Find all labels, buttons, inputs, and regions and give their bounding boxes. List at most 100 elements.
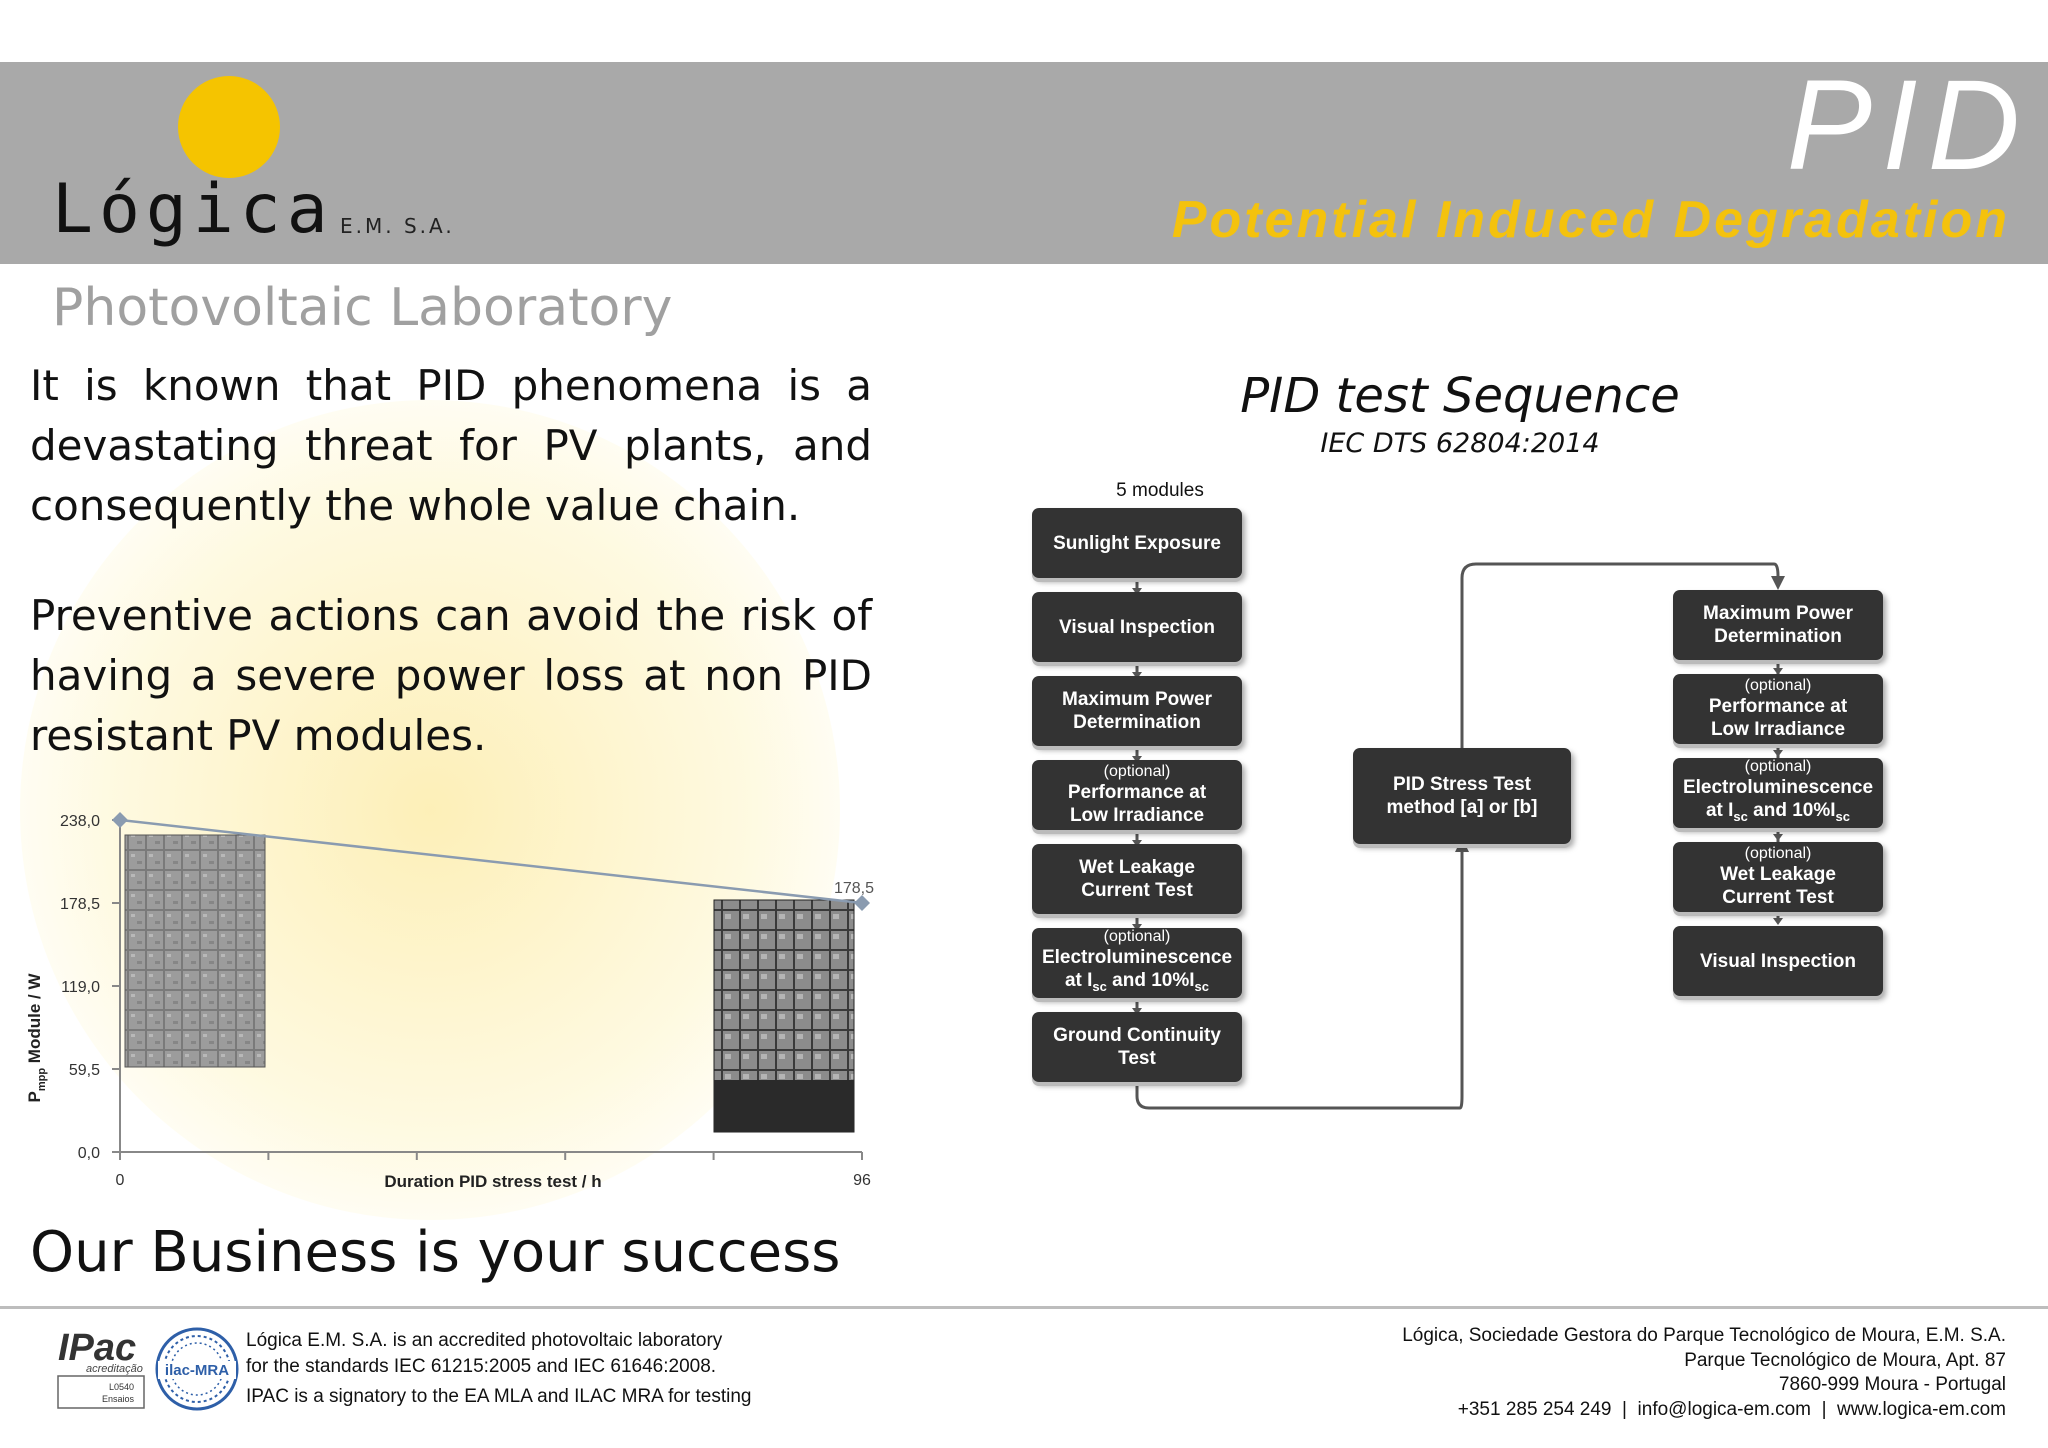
intro-paragraph-1: It is known that PID phenomena is a deva…	[30, 361, 872, 530]
step-label: Visual Inspection	[1700, 950, 1856, 972]
step-label-line2: Current Test	[1722, 887, 1834, 908]
arrow-down-icon	[1771, 576, 1785, 590]
svg-text:IPac: IPac	[58, 1327, 136, 1369]
svg-text:ilac-MRA: ilac-MRA	[165, 1362, 229, 1379]
chart-series: 178,5	[112, 812, 874, 911]
step-label-line2: at Isc and 10%Isc	[1705, 800, 1851, 824]
optional-tag: (optional)	[1744, 758, 1812, 776]
step-label-line1: PID Stress Test	[1393, 774, 1531, 795]
page-title: PID	[1786, 54, 2030, 197]
step-label-line1: Ground Continuity	[1053, 1025, 1221, 1046]
company-name: Lógica, Sociedade Gestora do Parque Tecn…	[1402, 1325, 2006, 1346]
company-logo-suffix: E.M. S.A.	[340, 214, 455, 238]
step-label-line2: method [a] or [b]	[1386, 797, 1538, 818]
y-axis-label-sub: mpp	[36, 1068, 48, 1092]
step-label-line1: Wet Leakage	[1079, 857, 1195, 878]
page-subtitle: Potential Induced Degradation	[1171, 191, 2010, 249]
y-axis-label-rest: Module / W	[25, 973, 44, 1068]
company-address-1: Parque Tecnológico de Moura, Apt. 87	[1684, 1349, 2006, 1371]
background-sun-watermark	[20, 400, 840, 1220]
y-tick-marks	[112, 819, 120, 1153]
step-label-line2: Determination	[1073, 712, 1201, 733]
header-band	[0, 62, 2048, 264]
x-tick-marks	[119, 1152, 863, 1160]
power-degradation-chart: 0,0 59,5 119,0 178,5 238,0 0 96 Duration PID …	[25, 812, 874, 1191]
accreditation-line-3: IPAC is a signatory to the EA MLA and IL…	[246, 1386, 752, 1407]
y-tick-label: 178,5	[60, 896, 100, 913]
step-sunlight-exposure: Sunlight Exposure	[1032, 508, 1242, 578]
step-label-line1: Electroluminescence	[1682, 777, 1874, 799]
y-axis-label-main: P	[25, 1091, 44, 1102]
company-contact-line: +351 285 254 249 | info@logica-em.com | …	[1457, 1398, 2006, 1420]
y-axis-label: Pmpp Module / W	[25, 973, 48, 1103]
step-label-line2: at Isc and 10%Isc	[1064, 970, 1210, 994]
optional-tag: (optional)	[1744, 845, 1812, 862]
arrow-up-icon	[1455, 838, 1469, 852]
optional-tag: (optional)	[1103, 928, 1171, 946]
svg-text:L0540: L0540	[109, 1382, 134, 1392]
lab-title: Photovoltaic Laboratory	[52, 278, 673, 338]
y-tick-label: 119,0	[61, 979, 100, 996]
y-tick-label: 0,0	[78, 1145, 100, 1162]
step-label-line2: Current Test	[1081, 880, 1193, 901]
data-point	[112, 812, 128, 828]
svg-text:acreditação: acreditação	[86, 1363, 143, 1375]
step-label-line1: Performance at	[1067, 782, 1207, 803]
data-point	[854, 895, 870, 911]
step-label-line2: Determination	[1714, 626, 1842, 647]
step-label-line1: Performance at	[1708, 696, 1848, 717]
company-logo-text: Lógica	[52, 170, 334, 249]
company-address-2: 7860-999 Moura - Portugal	[1778, 1374, 2006, 1395]
x-tick-labels: 0 96	[116, 1172, 871, 1189]
y-tick-label: 238,0	[60, 813, 100, 830]
sequence-standard: IEC DTS 62804:2014	[1320, 428, 1600, 459]
modules-count-label: 5 modules	[1116, 480, 1204, 501]
step-label-line2: Low Irradiance	[1710, 719, 1846, 740]
step-label-line1: Maximum Power	[1703, 603, 1853, 624]
series-line	[119, 818, 863, 905]
pid-test-flowchart: 5 modules Sunlight Exposure Visual Inspe…	[1020, 478, 2020, 1138]
x-tick-label: 0	[116, 1172, 125, 1189]
step-label-line2: Test	[1118, 1048, 1156, 1069]
step-label-line1: Electroluminescence	[1041, 947, 1233, 969]
pv-module-dark-cells	[714, 1080, 854, 1132]
sun-logo-icon	[178, 76, 280, 178]
y-tick-label: 59,5	[69, 1062, 100, 1079]
ilac-mra-logo: ilac-MRA	[155, 1327, 239, 1411]
optional-tag: (optional)	[1744, 677, 1812, 694]
sequence-title: PID test Sequence	[1240, 368, 1680, 424]
optional-tag: (optional)	[1103, 763, 1171, 780]
company-contact-block: Lógica, Sociedade Gestora do Parque Tecn…	[1200, 1324, 2006, 1422]
step-label-line2: Low Irradiance	[1069, 805, 1205, 826]
accreditation-line-2: for the standards IEC 61215:2005 and IEC…	[246, 1356, 717, 1377]
intro-paragraph-2: Preventive actions can avoid the risk of…	[30, 591, 872, 760]
step-visual-inspection: Visual Inspection	[1032, 592, 1242, 662]
x-tick-label: 96	[853, 1172, 871, 1189]
x-axis-label: Duration PID stress test / h	[384, 1172, 601, 1191]
step-visual-inspection-final: Visual Inspection	[1673, 926, 1883, 996]
y-tick-labels: 0,0 59,5 119,0 178,5 238,0	[60, 813, 100, 1162]
step-label-line1: Maximum Power	[1062, 689, 1212, 710]
data-label: 178,5	[834, 880, 874, 897]
footer-divider	[0, 1306, 2048, 1309]
step-label-line1: Wet Leakage	[1720, 864, 1836, 885]
step-label: Visual Inspection	[1059, 616, 1215, 638]
ipac-accreditation-logo: IPac acreditação L0540 Ensaios	[57, 1327, 145, 1409]
step-label: Sunlight Exposure	[1053, 532, 1221, 554]
pv-module-el-image-before	[124, 834, 266, 1068]
svg-text:Ensaios: Ensaios	[102, 1394, 135, 1404]
slogan: Our Business is your success	[30, 1220, 841, 1285]
accreditation-line-1: Lógica E.M. S.A. is an accredited photov…	[246, 1330, 723, 1351]
accreditation-text: Lógica E.M. S.A. is an accredited photov…	[246, 1328, 722, 1380]
arrow-down-icon	[1132, 588, 1142, 595]
